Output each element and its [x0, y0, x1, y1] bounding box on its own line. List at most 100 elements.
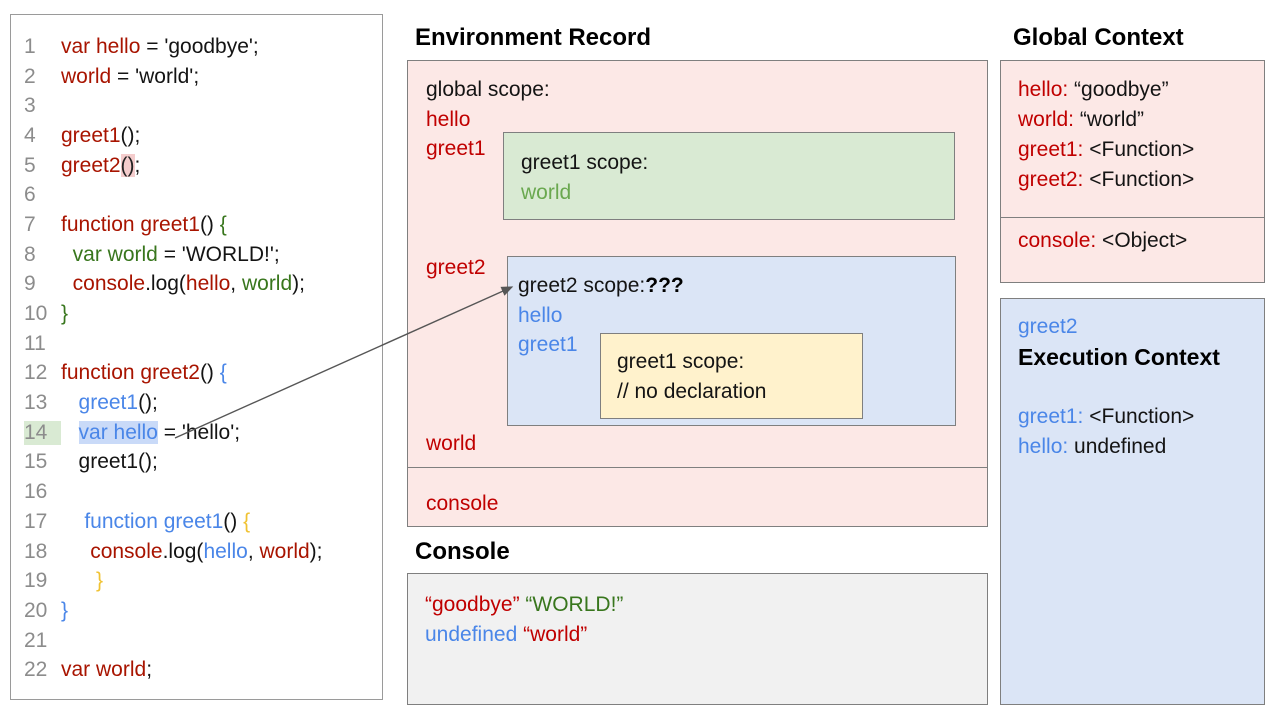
code-text: greet2();	[61, 153, 141, 178]
token: = 'world';	[111, 64, 200, 88]
code-text: var world = 'WORLD!';	[61, 243, 280, 267]
token	[61, 450, 79, 473]
token: world:	[1018, 108, 1075, 131]
token: console:	[1018, 229, 1097, 252]
token: = 'goodbye';	[140, 34, 259, 58]
token	[61, 391, 79, 414]
token	[61, 272, 73, 295]
nested-greet1-scope-comment: // no declaration	[617, 380, 767, 403]
token: “world”	[1074, 108, 1145, 131]
code-line: 9 console.log(hello, world);	[11, 270, 382, 300]
console-output-line: “goodbye” “WORLD!”	[425, 590, 623, 620]
token: greet1	[78, 391, 139, 415]
greet2-scope-label: greet2 scope:???	[518, 271, 684, 301]
code-text: console.log(hello, world);	[61, 272, 305, 296]
token: );	[292, 272, 305, 296]
line-number: 1	[24, 34, 36, 58]
token: }	[61, 598, 69, 622]
line-number: 20	[24, 598, 48, 622]
token: world	[61, 64, 112, 88]
token: ()	[199, 361, 220, 385]
code-line: 20}	[11, 596, 382, 626]
token: “goodbye”	[425, 593, 520, 616]
token: greet1:	[1018, 138, 1084, 161]
token: = 'WORLD!';	[157, 242, 280, 266]
token: <Function>	[1083, 405, 1195, 428]
token: ()	[223, 509, 244, 533]
global-scope-label: global scope:	[426, 78, 550, 101]
line-number: 21	[24, 628, 48, 652]
global-context-entry: greet1: <Function>	[1018, 135, 1194, 165]
code-line: 16	[11, 477, 382, 507]
token: greet1();	[78, 450, 158, 474]
token	[61, 243, 73, 266]
global-scope-box: global scope: hello greet1 greet2 world …	[407, 60, 988, 468]
code-line: 21	[11, 626, 382, 656]
global-scope-var-greet1: greet1	[426, 137, 486, 160]
code-line: 19 }	[11, 566, 382, 596]
token: greet2	[61, 153, 121, 177]
greet2-scope-box: greet2 scope:??? hello greet1 greet1 sco…	[507, 256, 956, 426]
token: “goodbye”	[1068, 78, 1169, 101]
token: function greet1	[84, 509, 224, 533]
token: ()	[199, 212, 220, 236]
greet1-scope-label: greet1 scope:	[521, 151, 649, 174]
greet1-scope-box: greet1 scope: world	[503, 132, 955, 220]
code-line: 8 var world = 'WORLD!';	[11, 240, 382, 270]
token: <Function>	[1083, 138, 1195, 161]
token: .log(	[162, 539, 204, 563]
console-record-box: console	[407, 466, 988, 527]
global-context-vars-box: hello: “goodbye” world: “world” greet1: …	[1000, 60, 1265, 218]
token	[61, 510, 84, 533]
code-text: var hello = 'hello';	[61, 420, 241, 445]
code-line: 13 greet1();	[11, 388, 382, 418]
greet2-scope-var-hello: hello	[518, 304, 563, 327]
line-number: 19	[24, 569, 48, 593]
token: undefined	[1068, 435, 1167, 458]
line-number: 3	[24, 94, 36, 118]
token: = 'hello';	[157, 420, 241, 444]
greet2-execution-context-box: greet2 Execution Context greet1: <Functi…	[1000, 298, 1265, 705]
console-output-line: undefined “world”	[425, 620, 587, 650]
code-text: function greet1() {	[61, 510, 250, 534]
token: ();	[120, 123, 141, 147]
line-number: 11	[24, 331, 46, 355]
global-context-console-box: console: <Object>	[1000, 217, 1265, 283]
token	[61, 569, 96, 592]
token: var hello	[61, 34, 141, 58]
code-text: }	[61, 569, 103, 593]
line-number: 5	[24, 153, 36, 177]
nested-greet1-scope-label: greet1 scope:	[617, 350, 745, 373]
token: ;	[146, 658, 153, 682]
console-record-label: console	[426, 491, 499, 515]
token: greet2 scope:	[518, 274, 646, 297]
token: var world	[61, 658, 147, 682]
line-number: 16	[24, 480, 48, 504]
line-number: 12	[24, 361, 48, 385]
token: {	[219, 212, 227, 236]
token: ,	[247, 539, 260, 563]
code-text: world = 'world';	[61, 65, 199, 89]
token: hello	[185, 272, 231, 296]
code-line: 12 function greet2() {	[11, 359, 382, 389]
greet1-scope-var-world: world	[521, 181, 572, 204]
token: var world	[72, 242, 158, 266]
token: <Function>	[1083, 168, 1195, 191]
token: world	[259, 539, 310, 563]
token: undefined	[425, 623, 518, 646]
code-text: function greet2() {	[61, 361, 227, 385]
token: ;	[134, 153, 141, 177]
code-text: var world;	[61, 658, 152, 682]
code-line: 18 console.log(hello, world);	[11, 537, 382, 567]
global-context-entry: hello: “goodbye”	[1018, 75, 1169, 105]
code-text: }	[61, 302, 68, 326]
environment-record-title: Environment Record	[415, 24, 652, 51]
code-text: greet1();	[61, 450, 158, 474]
code-text: greet1();	[61, 124, 140, 148]
global-scope-var-world: world	[426, 432, 477, 455]
global-context-entry: greet2: <Function>	[1018, 165, 1194, 195]
token: {	[219, 361, 227, 385]
